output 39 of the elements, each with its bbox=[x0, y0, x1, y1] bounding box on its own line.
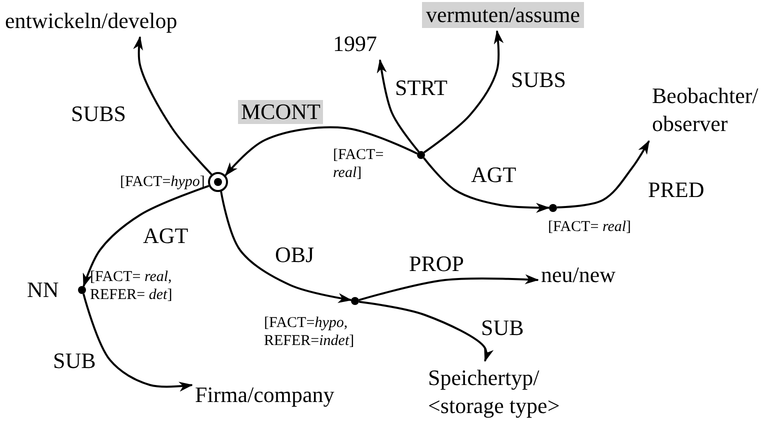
edge-label: STRT bbox=[394, 76, 448, 100]
edge-label: PROP bbox=[408, 252, 466, 276]
edge-label: SUB bbox=[480, 316, 525, 340]
relation-arrow bbox=[358, 300, 494, 362]
edge-label: SUBS bbox=[70, 102, 128, 126]
attribute-annotation: [FACT= real] bbox=[333, 146, 385, 182]
node-dot bbox=[351, 297, 359, 305]
relation-arrow bbox=[556, 140, 650, 208]
highlighted-concept-label: vermuten/assume bbox=[422, 2, 584, 28]
attribute-annotation: [FACT=hypo, REFER=indet] bbox=[264, 314, 356, 350]
attribute-annotation: [FACT= real] bbox=[548, 218, 632, 236]
attribute-annotation: [FACT= real, REFER= det] bbox=[90, 268, 174, 304]
relation-arrow bbox=[224, 126, 418, 176]
node-name: NN bbox=[27, 277, 60, 303]
relation-arrow bbox=[220, 191, 352, 303]
edge-label: SUB bbox=[52, 349, 97, 373]
node-dot bbox=[549, 204, 557, 212]
concept-label: entwickeln/develop bbox=[5, 8, 178, 34]
concept-label: Beobachter/ observer bbox=[652, 82, 758, 138]
concept-label: Firma/company bbox=[195, 382, 334, 408]
relation-arrow bbox=[424, 30, 504, 154]
highlighted-edge-label: MCONT bbox=[238, 100, 324, 124]
relation-arrow bbox=[82, 184, 210, 288]
relation-arrow bbox=[423, 157, 550, 213]
concept-label: Speichertyp/ <storage type> bbox=[428, 364, 608, 420]
node-dot bbox=[78, 286, 86, 294]
edge-label: SUBS bbox=[510, 68, 568, 92]
relation-arrow bbox=[82, 293, 193, 392]
relation-arrow bbox=[358, 274, 539, 302]
circled-node-dot bbox=[208, 172, 228, 192]
edge-label: AGT bbox=[142, 224, 190, 248]
relation-arrow bbox=[376, 59, 420, 152]
edge-label: AGT bbox=[470, 163, 518, 187]
relation-arrow bbox=[133, 36, 212, 176]
concept-label: 1997 bbox=[333, 31, 377, 57]
node-dot bbox=[417, 151, 425, 159]
concept-label: neu/new bbox=[541, 262, 616, 288]
edge-label: OBJ bbox=[274, 243, 316, 267]
edge-label: PRED bbox=[647, 178, 706, 202]
